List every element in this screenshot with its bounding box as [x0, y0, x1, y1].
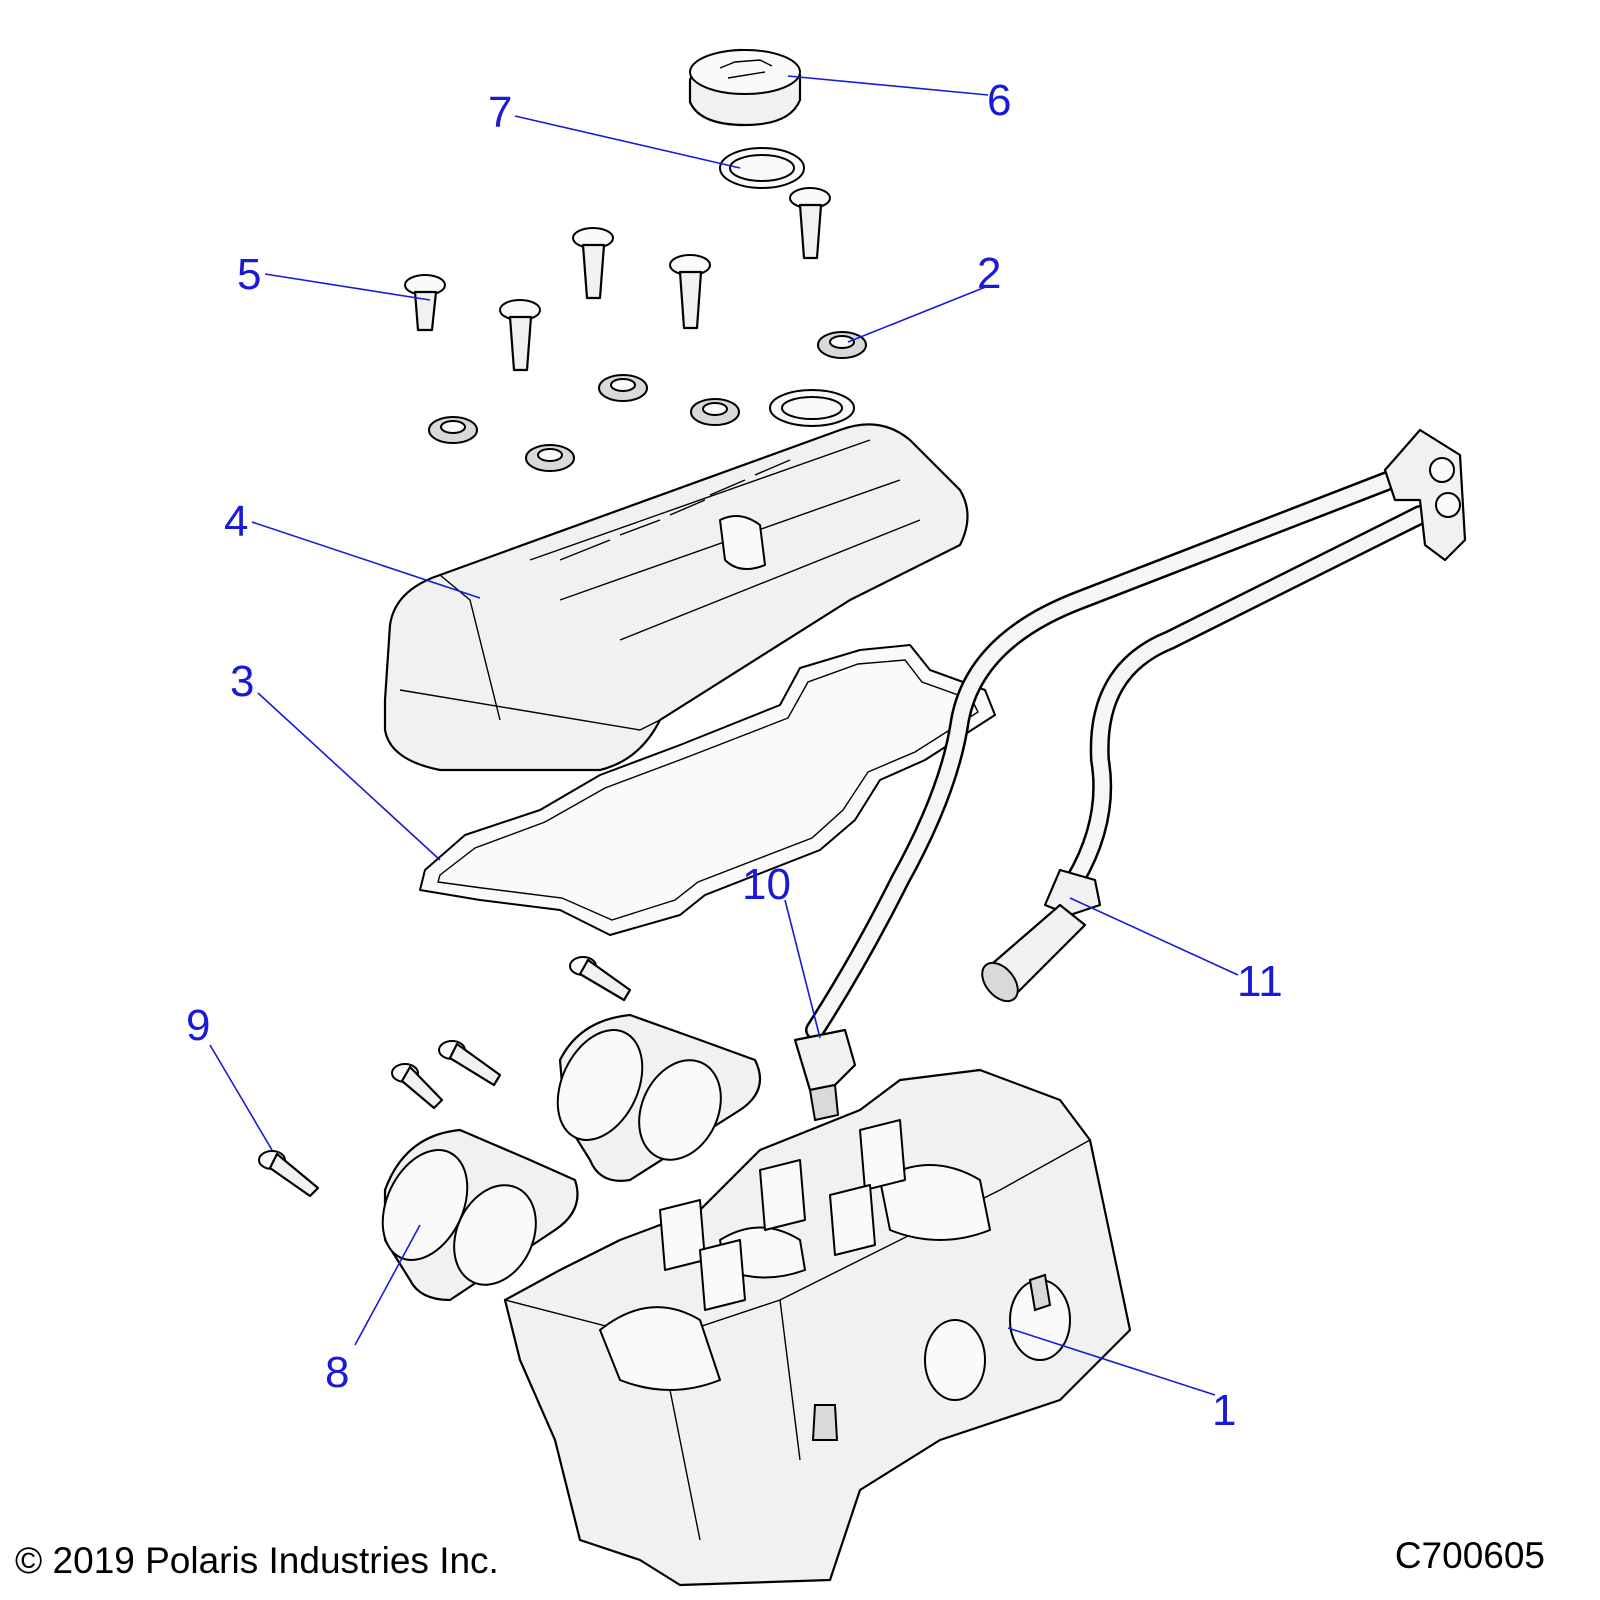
intake-bolt — [391, 1063, 444, 1110]
cover-bolt — [572, 227, 614, 300]
grommet — [690, 398, 740, 426]
breather-hoses — [805, 428, 1467, 1040]
leader-6 — [787, 75, 989, 96]
cover-bolt — [669, 254, 711, 330]
leader-8 — [354, 1224, 421, 1346]
callout-5: 5 — [237, 250, 261, 299]
callout-8: 8 — [325, 1348, 349, 1397]
leader-lines — [209, 75, 1239, 1396]
cylinder-head — [503, 1068, 1132, 1587]
intake-bolts — [258, 956, 632, 1198]
leader-9 — [209, 1044, 273, 1151]
intake-boot — [381, 1128, 579, 1302]
intake-boot — [556, 1013, 762, 1182]
cover-bolt — [789, 187, 831, 260]
intake-boots — [381, 1013, 762, 1302]
copyright-text: © 2019 Polaris Industries Inc. — [15, 1540, 499, 1581]
cover-bolt — [499, 299, 541, 372]
grommet — [817, 331, 867, 359]
callout-3: 3 — [230, 657, 254, 706]
valve-cover-gasket — [419, 644, 996, 936]
oil-filler-cap — [688, 48, 802, 127]
leader-3 — [257, 692, 441, 861]
breather-fitting-11 — [981, 868, 1102, 1003]
callout-11: 11 — [1237, 957, 1283, 1006]
leader-10 — [784, 899, 821, 1039]
intake-bolt — [438, 1040, 502, 1087]
callout-7: 7 — [488, 88, 512, 137]
breather-fitting-10 — [793, 1028, 857, 1122]
leader-1 — [1007, 1327, 1216, 1396]
cover-bolt — [404, 274, 446, 332]
cover-bolts — [404, 187, 831, 372]
callout-1: 1 — [1212, 1386, 1236, 1435]
valve-cover — [383, 389, 969, 772]
grommet — [428, 416, 478, 444]
leader-4 — [251, 521, 481, 599]
intake-bolt — [569, 956, 632, 1002]
callout-2: 2 — [977, 249, 1001, 298]
callout-10: 10 — [742, 860, 791, 909]
callout-4: 4 — [224, 497, 248, 546]
grommet — [525, 444, 575, 472]
o-ring — [719, 147, 805, 189]
intake-bolt — [258, 1150, 320, 1198]
leader-7 — [514, 115, 741, 169]
callout-numbers: 1 2 3 4 5 6 7 8 9 10 11 — [186, 76, 1283, 1435]
leader-5 — [264, 273, 431, 301]
grommets — [428, 331, 867, 472]
callout-9: 9 — [186, 1001, 210, 1050]
callout-6: 6 — [987, 76, 1011, 125]
cam-towers — [659, 1119, 906, 1311]
leader-11 — [1069, 897, 1239, 976]
leader-2 — [847, 285, 989, 343]
grommet — [598, 374, 648, 402]
figure-id: C700605 — [1395, 1535, 1545, 1576]
